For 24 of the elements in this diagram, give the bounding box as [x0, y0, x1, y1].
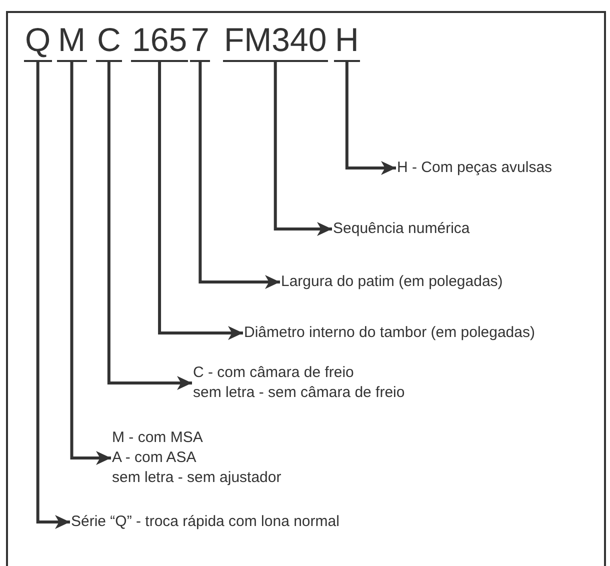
description-line: sem letra - sem ajustador	[112, 468, 282, 488]
description-text: H - Com peças avulsas	[397, 158, 552, 178]
description-line: A - com ASA	[112, 448, 198, 468]
code-segment: 7	[190, 22, 210, 62]
description-line: C - com câmara de freio	[193, 363, 355, 383]
description-line: M - com MSA	[112, 428, 204, 448]
leader-arrow	[345, 62, 396, 175]
leader-arrow	[198, 62, 280, 289]
code-segment: Q	[24, 22, 52, 62]
code-segment: M	[57, 22, 86, 62]
description-text: Série “Q” - troca rápida com lona normal	[71, 512, 340, 532]
code-segment: 165	[131, 22, 188, 62]
code-segment: C	[96, 22, 122, 62]
leader-arrow	[107, 62, 192, 390]
description-line: sem letra - sem câmara de freio	[193, 383, 405, 403]
description-text: Sequência numérica	[333, 219, 470, 239]
leader-arrow	[158, 62, 243, 340]
leader-arrow	[36, 62, 70, 529]
description-text: Diâmetro interno do tambor (em polegadas)	[244, 323, 535, 343]
code-segment: H	[334, 22, 360, 62]
code-segment: FM340	[223, 22, 328, 62]
description-text: Largura do patim (em polegadas)	[281, 272, 503, 292]
leader-arrow	[70, 62, 111, 465]
leader-arrow	[274, 62, 332, 236]
